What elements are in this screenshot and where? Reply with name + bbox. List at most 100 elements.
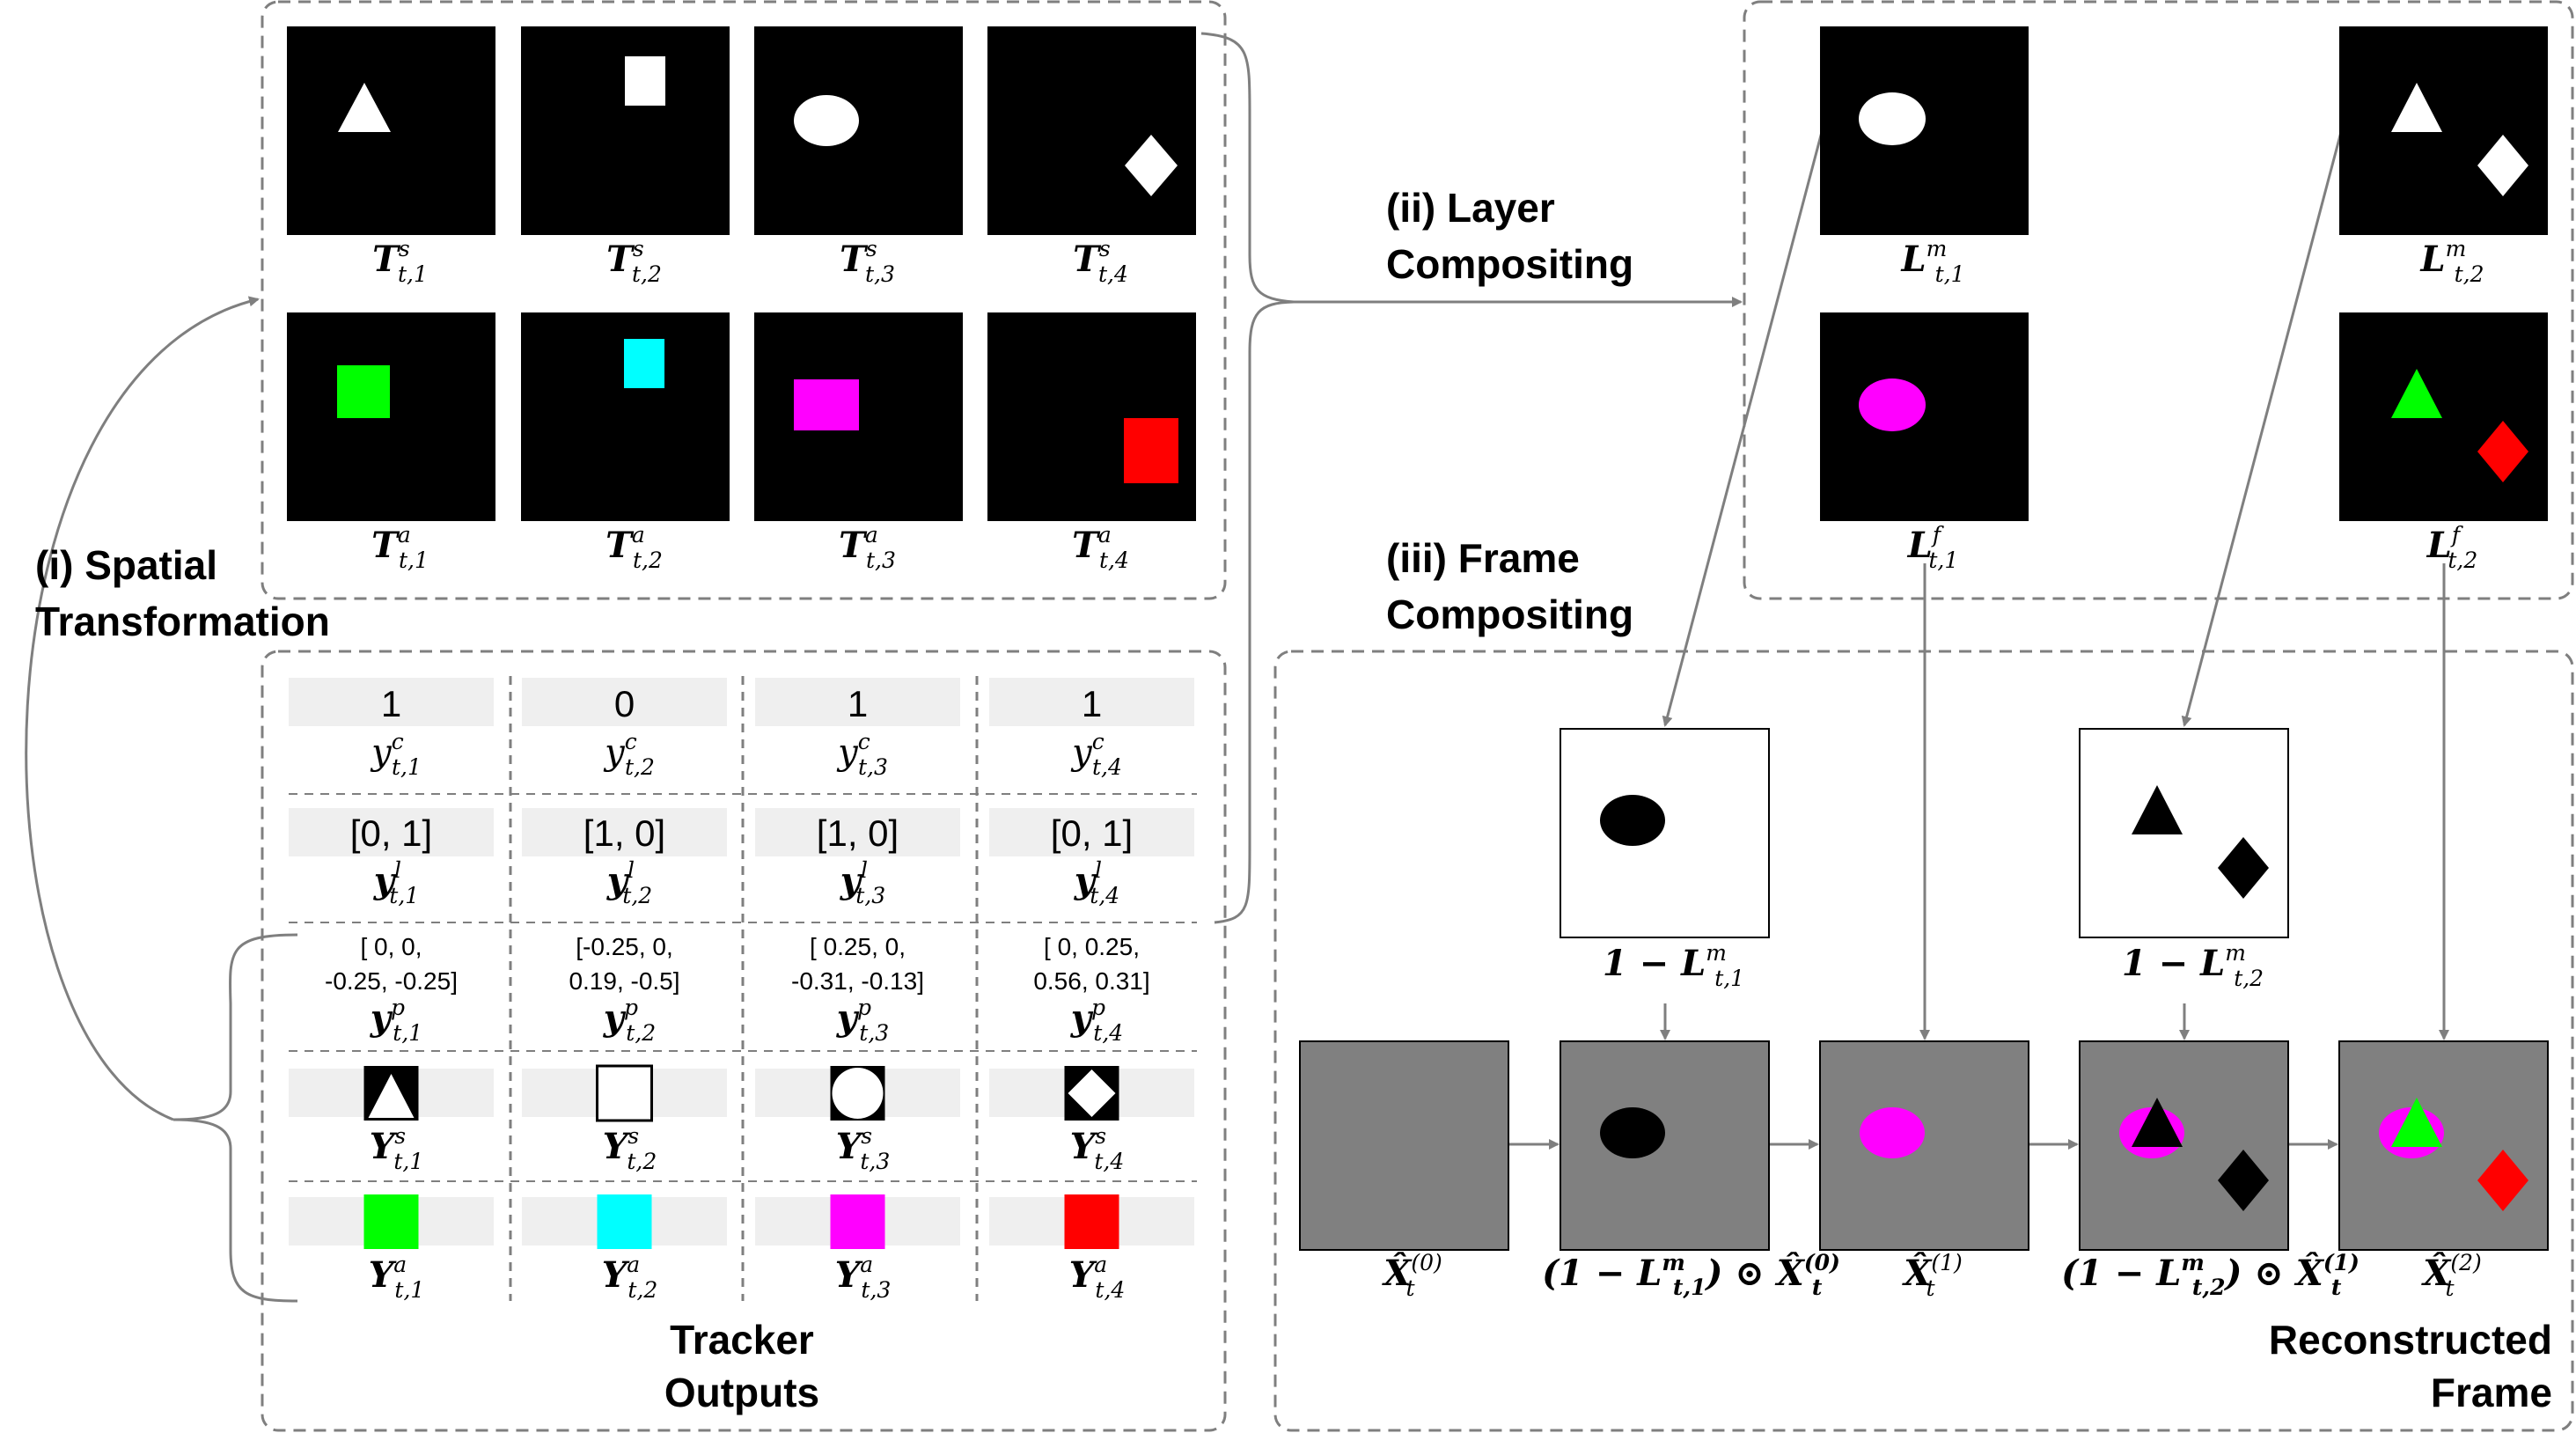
red-diamond — [2477, 421, 2528, 482]
rectangle-icon — [625, 56, 665, 106]
diamond-icon — [1068, 1069, 1116, 1117]
black-diamond — [2218, 837, 2269, 899]
yc-value-1: 1 — [381, 683, 401, 724]
recon-label-2: Frame — [2431, 1370, 2552, 1415]
black-diamond — [2218, 1150, 2269, 1211]
yc-value-cell-3 — [755, 678, 960, 726]
mask1-to-inverse-arrow — [1662, 131, 1824, 727]
yp-line2-4: 0.56, 0.31] — [1033, 967, 1149, 995]
yl-value-2: [1, 0] — [583, 812, 665, 854]
yc-value-2: 0 — [614, 683, 635, 724]
yp-line1-3: [ 0.25, 0, — [810, 933, 906, 960]
ya-swatch-2 — [597, 1194, 652, 1249]
yc-value-cell-2 — [522, 678, 727, 726]
magenta-ellipse — [1860, 1107, 1925, 1158]
frame-label-1: X̂(0)t — [1381, 1250, 1442, 1301]
frame-label-5-text: X̂(2)t — [2420, 1250, 2481, 1301]
yc-value-4: 1 — [1082, 683, 1102, 724]
yc-value-cell-4 — [989, 678, 1194, 726]
yp-line1-2: [-0.25, 0, — [576, 933, 673, 960]
red-rectangle — [1124, 418, 1178, 483]
yp-line2-2: 0.19, -0.5] — [569, 967, 679, 995]
transform-shape-panel-1 — [287, 26, 495, 235]
ya-swatch-1 — [363, 1194, 419, 1249]
black-ellipse — [1600, 1107, 1665, 1158]
frame-panel-3 — [1819, 1040, 2029, 1251]
layer-compositing-box — [1743, 0, 2574, 600]
diamond-icon — [2477, 135, 2528, 196]
triangle-icon — [338, 83, 391, 132]
ellipse-icon — [794, 95, 859, 146]
yp-line1-4: [ 0, 0.25, — [1044, 933, 1140, 960]
magenta-ellipse — [1859, 378, 1926, 431]
yl-value-cell-3 — [755, 808, 960, 856]
ya-swatch-3 — [830, 1194, 885, 1249]
ya-swatch-4 — [1064, 1194, 1119, 1249]
inverse-mask-panel-1 — [1560, 728, 1770, 938]
recon-label-1: Reconstructed — [2269, 1317, 2552, 1363]
layer-mask-panel-2 — [2339, 26, 2548, 235]
frame-label-5: X̂(2)t — [2420, 1250, 2481, 1301]
cyan-rectangle — [624, 339, 664, 388]
yl-value-cell-1 — [289, 808, 494, 856]
transform-appearance-panel-1 — [287, 312, 495, 521]
yl-value-cell-4 — [989, 808, 1194, 856]
spatial-transform-box — [261, 0, 1227, 600]
transform-shape-panel-3 — [754, 26, 963, 235]
transform-shape-panel-4 — [987, 26, 1196, 235]
ellipse-icon — [1859, 92, 1926, 145]
tracker-outputs-box — [261, 650, 1227, 1432]
triangle-icon — [2391, 83, 2442, 132]
frame-label-1-text: X̂(0)t — [1381, 1250, 1442, 1301]
yp-line2-1: -0.25, -0.25] — [325, 967, 458, 995]
ys-mask-2 — [596, 1064, 653, 1122]
